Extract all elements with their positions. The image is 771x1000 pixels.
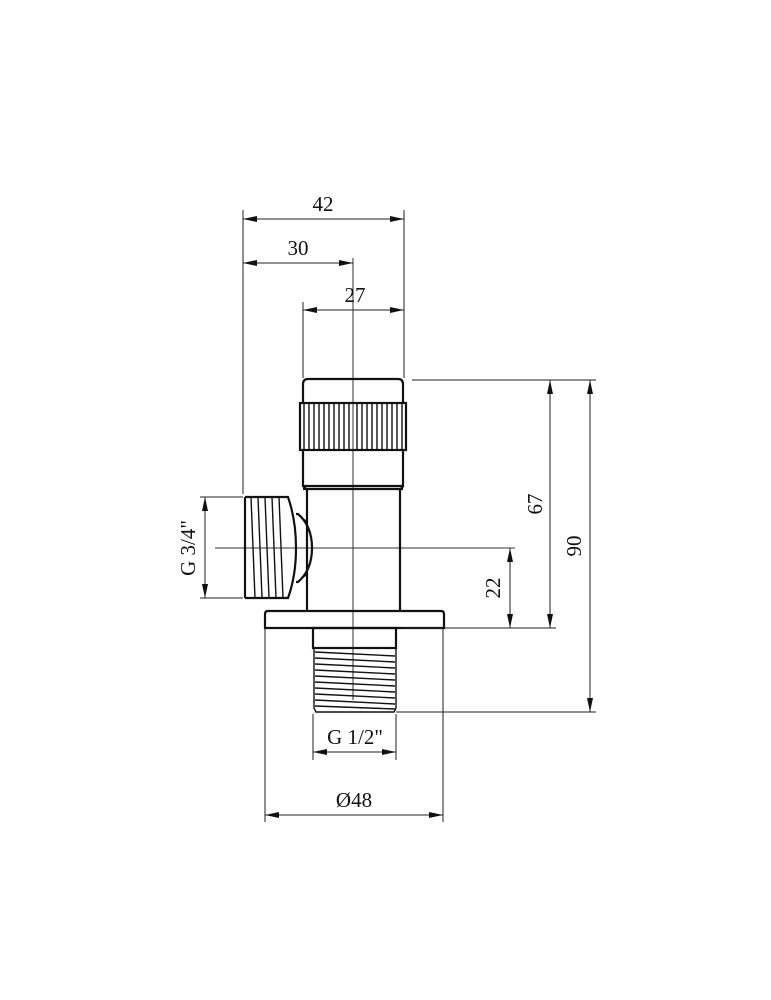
side-thread-lines	[250, 496, 284, 599]
dim-side-to-axis: 30	[243, 236, 353, 266]
dim-label-27: 27	[345, 283, 366, 307]
dim-label-90: 90	[562, 536, 586, 557]
dim-bottom-thread: G 1/2"	[313, 725, 396, 755]
flange	[263, 609, 446, 630]
knurl-ridges	[303, 403, 403, 450]
dim-knob-to-flange: 67	[523, 380, 553, 628]
side-outlet	[243, 495, 314, 600]
dim-label-g12: G 1/2"	[327, 725, 383, 749]
dim-side-thread: G 3/4"	[176, 497, 208, 598]
dim-overall-height: 90	[562, 380, 593, 712]
dim-label-d48: Ø48	[336, 788, 372, 812]
dim-overall-width: 42	[243, 192, 404, 222]
valve-knob	[298, 377, 408, 488]
dim-outlet-height: 22	[481, 548, 513, 628]
dim-label-22: 22	[481, 578, 505, 599]
extension-lines	[200, 210, 596, 822]
center-axes	[215, 258, 515, 700]
dim-label-67: 67	[523, 494, 547, 515]
dim-label-g34: G 3/4"	[176, 520, 200, 576]
dim-label-42: 42	[313, 192, 334, 216]
bottom-nipple	[311, 626, 398, 713]
bottom-thread-lines	[314, 651, 396, 710]
dim-label-30: 30	[288, 236, 309, 260]
dim-knob-width: 27	[303, 283, 404, 313]
dim-flange-diameter: Ø48	[265, 788, 443, 818]
